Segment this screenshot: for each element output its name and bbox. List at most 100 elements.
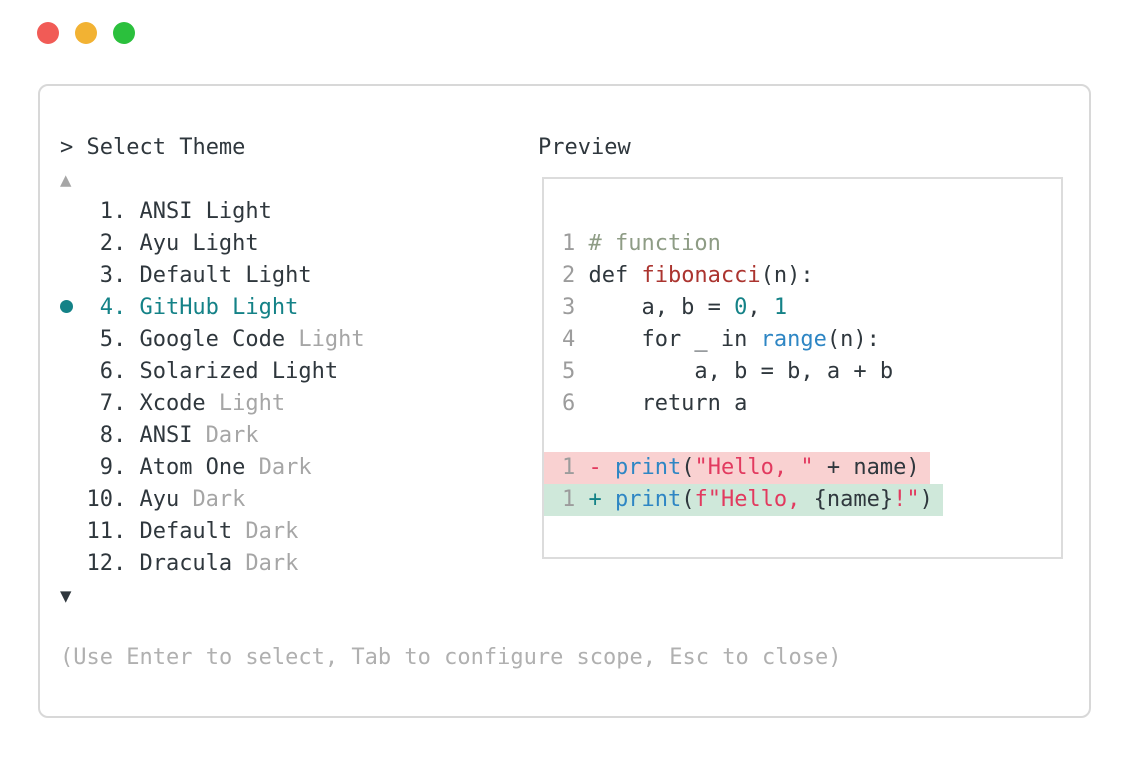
window-controls [37, 22, 135, 44]
code-line-content: 5 a, b = b, a + b [544, 356, 893, 388]
theme-label-dim: Dark [205, 423, 259, 448]
scroll-down-icon[interactable]: ▼ [60, 585, 72, 607]
code-token: (n): [826, 327, 880, 352]
code-token: !" [893, 487, 920, 512]
theme-item[interactable]: 4. GitHub Light [60, 292, 1089, 324]
theme-number: 9. [99, 455, 127, 480]
zoom-button-icon[interactable] [113, 22, 135, 44]
line-number: 1 [562, 487, 576, 512]
theme-number: 4. [99, 295, 127, 320]
theme-item[interactable]: 1. ANSI Light [60, 196, 1089, 228]
code-token: range [760, 327, 827, 352]
line-number: 6 [562, 391, 576, 416]
theme-number: 3. [99, 263, 127, 288]
theme-number: 8. [99, 423, 127, 448]
theme-item[interactable]: 9. Atom One Dark [60, 452, 1089, 484]
scroll-up-icon[interactable]: ▲ [60, 169, 72, 191]
theme-item[interactable]: 12. Dracula Dark [60, 548, 1089, 580]
line-number: 1 [562, 231, 576, 256]
diff-line-add: 1 + print(f"Hello, {name}!") [544, 484, 943, 516]
code-line: 3 a, b = 0, 1 [544, 292, 1061, 324]
code-token: print [614, 487, 682, 512]
code-token: return a [588, 391, 748, 416]
theme-label-dim: Light [298, 327, 365, 352]
theme-item[interactable]: 7. Xcode Light [60, 388, 1089, 420]
code-token: ) [919, 487, 933, 512]
panel-title: Select Theme [86, 135, 246, 160]
theme-number: 1. [99, 199, 127, 224]
theme-item[interactable]: 8. ANSI Dark [60, 420, 1089, 452]
theme-picker-panel: > Select Theme ▲ 1. ANSI Light 2. Ayu Light 3… [38, 84, 1091, 718]
theme-number: 5. [99, 327, 127, 352]
theme-label: Xcode [139, 391, 206, 416]
theme-item[interactable]: 2. Ayu Light [60, 228, 1089, 260]
theme-label: ANSI Light [139, 199, 272, 224]
selected-dot-icon [60, 300, 73, 313]
code-line-content: 2 def fibonacci(n): [544, 260, 814, 292]
theme-number: 10. [86, 487, 127, 512]
theme-label-dim: Light [218, 391, 286, 416]
code-token: for _ in [588, 327, 761, 352]
theme-number: 2. [99, 231, 127, 256]
minimize-button-icon[interactable] [75, 22, 97, 44]
code-token: f"Hello, [694, 487, 814, 512]
theme-number: 12. [86, 551, 127, 576]
theme-label: GitHub Light [139, 295, 299, 320]
theme-label: Default Light [139, 263, 312, 288]
theme-label: Dracula [139, 551, 233, 576]
code-token: a, b = [588, 295, 735, 320]
theme-item[interactable]: 3. Default Light [60, 260, 1089, 292]
theme-label: ANSI [139, 423, 193, 448]
line-number: 3 [562, 295, 576, 320]
theme-item[interactable]: 6. Solarized Light [60, 356, 1089, 388]
code-line: 1 # function [544, 228, 1061, 260]
theme-label-dim: Dark [192, 487, 246, 512]
code-token: print [614, 455, 682, 480]
line-number: 2 [562, 263, 576, 288]
theme-number: 6. [99, 359, 127, 384]
theme-label-dim: Dark [245, 551, 299, 576]
code-token: - [588, 455, 615, 480]
code-token: # function [588, 231, 721, 256]
prompt-caret: > [60, 135, 74, 160]
theme-number: 7. [99, 391, 127, 416]
code-line: 1- print("Hello, " + name) [544, 452, 1061, 484]
code-token: def [588, 263, 642, 288]
code-line-content: 6 return a [544, 388, 747, 420]
code-token: fibonacci [641, 263, 761, 288]
theme-label: Solarized Light [139, 359, 339, 384]
code-token: + name) [813, 455, 920, 480]
preview-title: Preview [538, 135, 631, 160]
theme-list: 1. ANSI Light 2. Ayu Light 3. Default Light 4.… [60, 196, 1089, 580]
code-token: (n): [760, 263, 814, 288]
theme-item[interactable]: 10. Ayu Dark [60, 484, 1089, 516]
code-token: ( [681, 487, 695, 512]
theme-label: Default [139, 519, 233, 544]
line-number: 1 [562, 455, 576, 480]
code-line: 5 a, b = b, a + b [544, 356, 1061, 388]
theme-label-dim: Dark [258, 455, 312, 480]
code-token: a, b = b, a + b [588, 359, 894, 384]
diff-line-del: 1- print("Hello, " + name) [544, 452, 930, 484]
code-line: 4 for _ in range(n): [544, 324, 1061, 356]
theme-label: Ayu Light [139, 231, 259, 256]
code-line [544, 420, 1061, 452]
theme-label: Atom One [139, 455, 246, 480]
theme-item[interactable]: 5. Google Code Light [60, 324, 1089, 356]
code-token: ( [681, 455, 695, 480]
code-token: + [588, 487, 615, 512]
code-token: 1 [773, 295, 788, 320]
theme-label: Ayu [139, 487, 180, 512]
code-line: 6 return a [544, 388, 1061, 420]
code-line-content: 4 for _ in range(n): [544, 324, 880, 356]
theme-label: Google Code [139, 327, 286, 352]
code-line: 2 def fibonacci(n): [544, 260, 1061, 292]
code-token: "Hello, " [694, 455, 814, 480]
code-token: 0 [734, 295, 748, 320]
code-line: 1 + print(f"Hello, {name}!") [544, 484, 1061, 516]
code-token: {name} [813, 487, 894, 512]
close-button-icon[interactable] [37, 22, 59, 44]
